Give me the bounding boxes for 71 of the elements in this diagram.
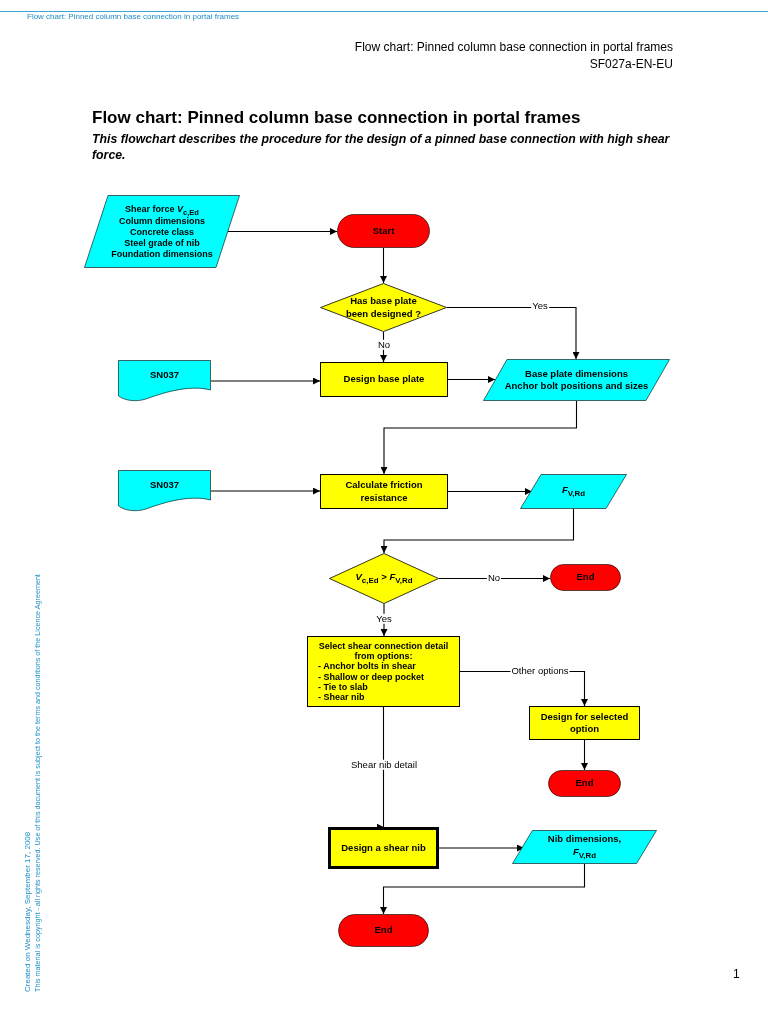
edge-label: No bbox=[376, 339, 392, 351]
node-text: - Shear nib bbox=[317, 691, 366, 702]
page-number: 1 bbox=[733, 968, 740, 982]
data-parallelogram bbox=[84, 195, 240, 268]
arrow bbox=[438, 575, 551, 582]
node-text: SN037 bbox=[149, 479, 180, 492]
node-text: Steel grade of nib bbox=[124, 237, 200, 249]
node-text: Anchor bolt positions and sizes bbox=[504, 380, 649, 393]
node-text: End bbox=[576, 571, 595, 584]
decision-diamond bbox=[320, 283, 447, 332]
node-text: Has base plate been designed ? bbox=[345, 295, 422, 320]
arrow bbox=[227, 228, 338, 235]
arrow bbox=[210, 487, 321, 495]
arrow bbox=[210, 377, 321, 385]
process-box bbox=[320, 474, 448, 509]
footer-note: Created on Wednesday, September 17, 2008 bbox=[24, 831, 33, 992]
arrow bbox=[380, 705, 387, 828]
node-text: Calculate friction resistance bbox=[344, 479, 424, 504]
arrow bbox=[380, 247, 387, 284]
header-text: Flow chart: Pinned column base connection in portal frames bbox=[27, 13, 240, 22]
node-text: End bbox=[374, 924, 393, 937]
edge-label: No bbox=[486, 572, 502, 584]
node-text: Design a shear nib bbox=[341, 841, 426, 855]
process-box bbox=[320, 362, 448, 397]
node-text: V$_{c,Ed}$ > F$_{V,Rd}$ bbox=[355, 570, 413, 587]
edge-label: Shear nib detail bbox=[350, 759, 418, 771]
arrow bbox=[380, 603, 388, 637]
document-shape bbox=[118, 360, 211, 402]
data-parallelogram bbox=[520, 474, 627, 509]
node-text: Design for selected option bbox=[539, 710, 630, 736]
node-text: F$_{V,Rd}$ bbox=[561, 483, 586, 500]
arrow bbox=[581, 739, 588, 771]
node-text: SN037 bbox=[149, 369, 180, 382]
node-text: - Anchor bolts in shear bbox=[317, 661, 417, 672]
process-box bbox=[529, 706, 640, 740]
data-parallelogram bbox=[512, 830, 657, 864]
process-box bbox=[328, 827, 439, 869]
terminator-shape bbox=[548, 770, 621, 797]
title: Flow chart: Pinned column base connection in portal frames bbox=[92, 108, 581, 128]
arrow bbox=[380, 400, 578, 475]
node-text: Shear force V$_{c,Ed}$ bbox=[125, 203, 199, 217]
decision-diamond bbox=[329, 553, 439, 604]
data-parallelogram bbox=[483, 359, 670, 401]
node-text: F$_{V,Rd}$ bbox=[572, 845, 597, 861]
node-text: Concrete class bbox=[129, 227, 194, 238]
node-text: Base plate dimensions bbox=[525, 367, 628, 380]
arrow bbox=[380, 508, 575, 554]
node-text: Select shear connection detail from options: bbox=[317, 641, 450, 662]
node-text: End bbox=[575, 777, 594, 790]
arrow bbox=[447, 376, 496, 383]
arrow bbox=[380, 863, 586, 915]
caption: This flowchart describes the procedure for the design of a pinned base connection with high shear force. bbox=[92, 132, 671, 164]
header-text: Flow chart: Pinned column base connection in portal frames bbox=[354, 41, 673, 55]
edge-label: Yes bbox=[531, 300, 549, 312]
header-text: SF027a-EN-EU bbox=[589, 58, 673, 72]
terminator-shape bbox=[550, 564, 621, 591]
node-text: Column dimensions bbox=[119, 216, 205, 228]
node-text: Design base plate bbox=[343, 373, 425, 386]
node-text: Nib dimensions, bbox=[547, 833, 622, 846]
terminator-shape bbox=[338, 914, 429, 947]
edge-label: Yes bbox=[375, 613, 393, 625]
document-shape bbox=[118, 470, 211, 512]
arrow bbox=[447, 488, 533, 495]
node-text: - Tie to slab bbox=[317, 681, 369, 692]
terminator-shape bbox=[337, 214, 430, 248]
process-box bbox=[307, 636, 460, 707]
node-text: - Shallow or deep pocket bbox=[317, 671, 426, 682]
node-text: Foundation dimensions bbox=[111, 248, 213, 260]
node-text: Start bbox=[372, 224, 395, 238]
arrow bbox=[446, 306, 580, 360]
edge-label: Other options bbox=[510, 665, 570, 677]
